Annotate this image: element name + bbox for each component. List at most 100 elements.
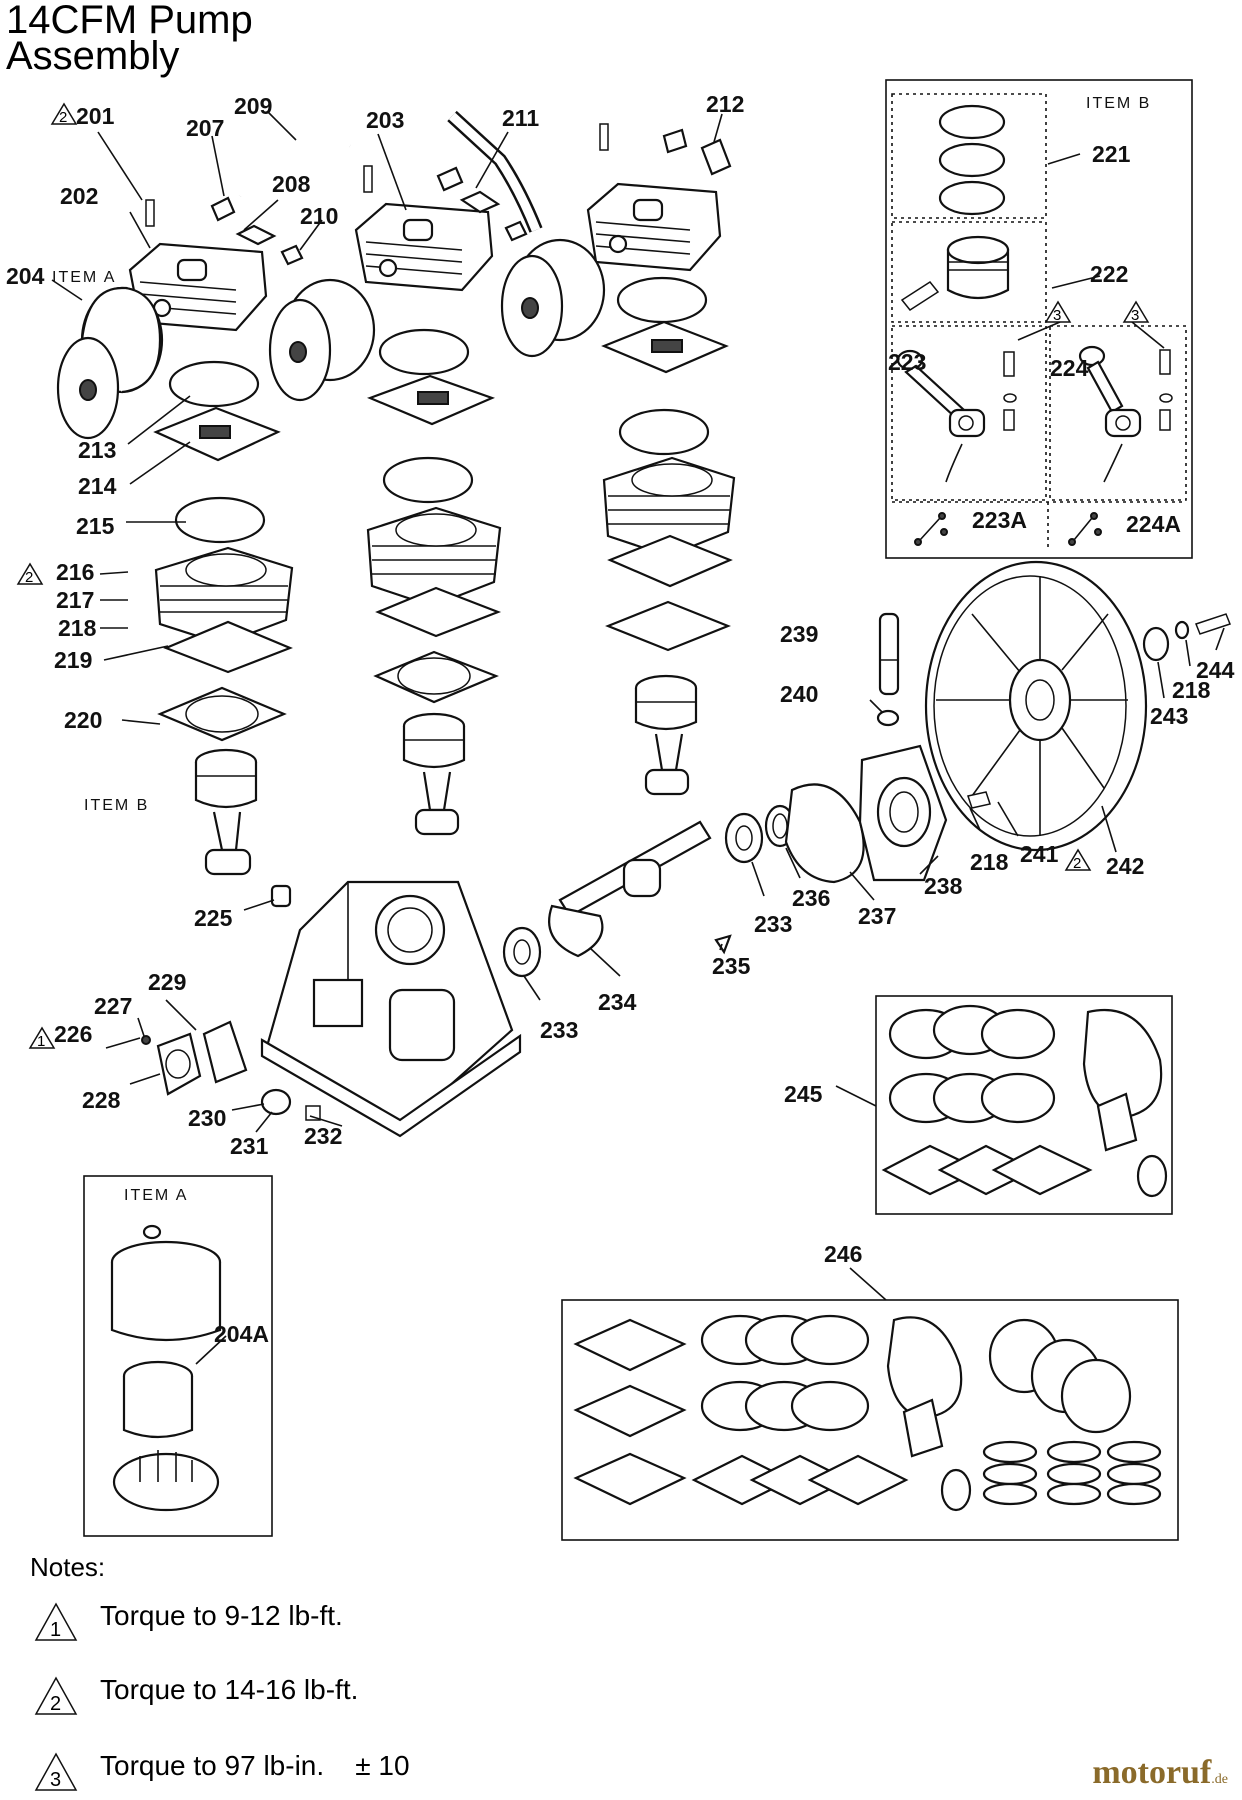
svg-text:2: 2: [1073, 855, 1081, 872]
svg-text:1: 1: [50, 1619, 61, 1641]
note-1-triangle: 1: [34, 1602, 78, 1641]
crankcase: [260, 880, 522, 1138]
callout-204: 204: [6, 263, 45, 289]
callout-238: 238: [924, 873, 963, 899]
callout-217: 217: [56, 587, 94, 613]
fittings: [145, 123, 732, 266]
callout-223: 223: [888, 349, 926, 375]
piston-assembly-right: [634, 674, 698, 796]
piston-assembly-middle: [402, 712, 466, 836]
callout-223a: 223A: [972, 507, 1027, 533]
callout-225: 225: [194, 905, 233, 931]
callout-203: 203: [366, 107, 404, 133]
crankcase-cover-parts: [105, 884, 321, 1121]
callout-229: 229: [148, 969, 186, 995]
piston-222: [900, 235, 1010, 311]
svg-text:2: 2: [59, 109, 67, 126]
dipstick-239: [878, 612, 900, 696]
torque-mark-216: 2: [16, 562, 44, 586]
callout-232: 232: [304, 1123, 342, 1149]
callout-218-c: 218: [1172, 677, 1211, 703]
svg-text:3: 3: [1131, 307, 1139, 324]
callout-246: 246: [824, 1241, 862, 1267]
callout-210: 210: [300, 203, 338, 229]
callout-235: 235: [712, 953, 751, 979]
svg-text:2: 2: [25, 569, 33, 586]
note-3-text: Torque to 97 lb-in. ± 10: [100, 1750, 410, 1781]
callout-242: 242: [1106, 853, 1144, 879]
left-stack: [153, 360, 294, 742]
callout-labels: 201 202 203 204 ITEM A 207 208 209 210 2…: [6, 91, 1235, 1347]
tube-209: [235, 135, 351, 197]
callout-222: 222: [1090, 261, 1128, 287]
callout-224: 224: [1050, 355, 1089, 381]
svg-text:1: 1: [37, 1033, 45, 1050]
callout-244: 244: [1196, 657, 1235, 683]
item-a-caption: ITEM A: [52, 269, 116, 286]
middle-stack: [366, 328, 502, 704]
diagram-title: 14CFM Pump Assembly: [6, 0, 253, 78]
callout-220: 220: [64, 707, 102, 733]
callout-240: 240: [780, 681, 818, 707]
svg-text:3: 3: [50, 1769, 61, 1791]
title-line-2: Assembly: [6, 34, 180, 78]
callout-201: 201: [76, 103, 115, 129]
note-2-text: Torque to 14-16 lb-ft.: [100, 1674, 359, 1705]
svg-text:3: 3: [1053, 307, 1061, 324]
notes-symbols: 1 2 3: [34, 1602, 78, 1791]
note-1-text: Torque to 9-12 lb-ft.: [100, 1600, 343, 1631]
callout-227: 227: [94, 993, 132, 1019]
air-filter-left: [56, 286, 164, 440]
callout-233-a: 233: [540, 1017, 578, 1043]
leader-lines: [51, 111, 1225, 1365]
notes-heading: Notes:: [30, 1552, 106, 1582]
torque-mark-224: 3: [1122, 300, 1150, 324]
callout-226: 226: [54, 1021, 92, 1047]
gasket-237: [784, 783, 865, 884]
bolt-kit-224a: [1068, 512, 1102, 546]
watermark-main: motoruf: [1092, 1754, 1212, 1791]
key-235: [714, 934, 732, 955]
callout-218-a: 218: [58, 615, 97, 641]
torque-mark-201: 2: [50, 102, 78, 126]
torque-mark-226: 1: [28, 1026, 56, 1050]
item-b-caption: ITEM B: [1086, 95, 1151, 112]
connecting-rod-224: [1078, 345, 1173, 483]
callout-211: 211: [502, 105, 539, 131]
callout-218-b: 218: [970, 849, 1009, 875]
callout-237: 237: [858, 903, 896, 929]
flywheel-hardware: [967, 613, 1231, 809]
callout-236: 236: [792, 885, 830, 911]
torque-mark-241: 2: [1064, 848, 1092, 872]
callout-202: 202: [60, 183, 98, 209]
callout-231: 231: [230, 1133, 269, 1159]
o-ring-240: [876, 709, 900, 727]
callout-221: 221: [1092, 141, 1131, 167]
callout-243: 243: [1150, 703, 1188, 729]
crankshaft-234: [548, 820, 712, 958]
title-line-1: 14CFM Pump: [6, 0, 253, 42]
item-a-box: ITEM A: [83, 1175, 273, 1537]
callout-204a: 204A: [214, 1321, 269, 1347]
bearings-233: [502, 812, 764, 978]
bolt-kit-223a: [914, 512, 948, 546]
tube-211: [447, 110, 543, 233]
note-3-triangle: 3: [34, 1752, 78, 1791]
item-b-box: ITEM B: [885, 79, 1193, 559]
air-filter-middle: [268, 278, 376, 402]
gasket-kit-245: [875, 995, 1173, 1215]
callout-212: 212: [706, 91, 744, 117]
callout-239: 239: [780, 621, 818, 647]
bearing-carrier-238: [858, 744, 948, 882]
gasket-kit-246: [561, 1299, 1179, 1541]
watermark: motoruf.de: [1092, 1754, 1228, 1792]
callout-208: 208: [272, 171, 311, 197]
callout-214: 214: [78, 473, 117, 499]
item-b-label: ITEM B: [84, 797, 149, 814]
note-2-triangle: 2: [34, 1676, 78, 1715]
callout-213: 213: [78, 437, 116, 463]
callout-233-b: 233: [754, 911, 792, 937]
watermark-suffix: .de: [1211, 1772, 1228, 1787]
